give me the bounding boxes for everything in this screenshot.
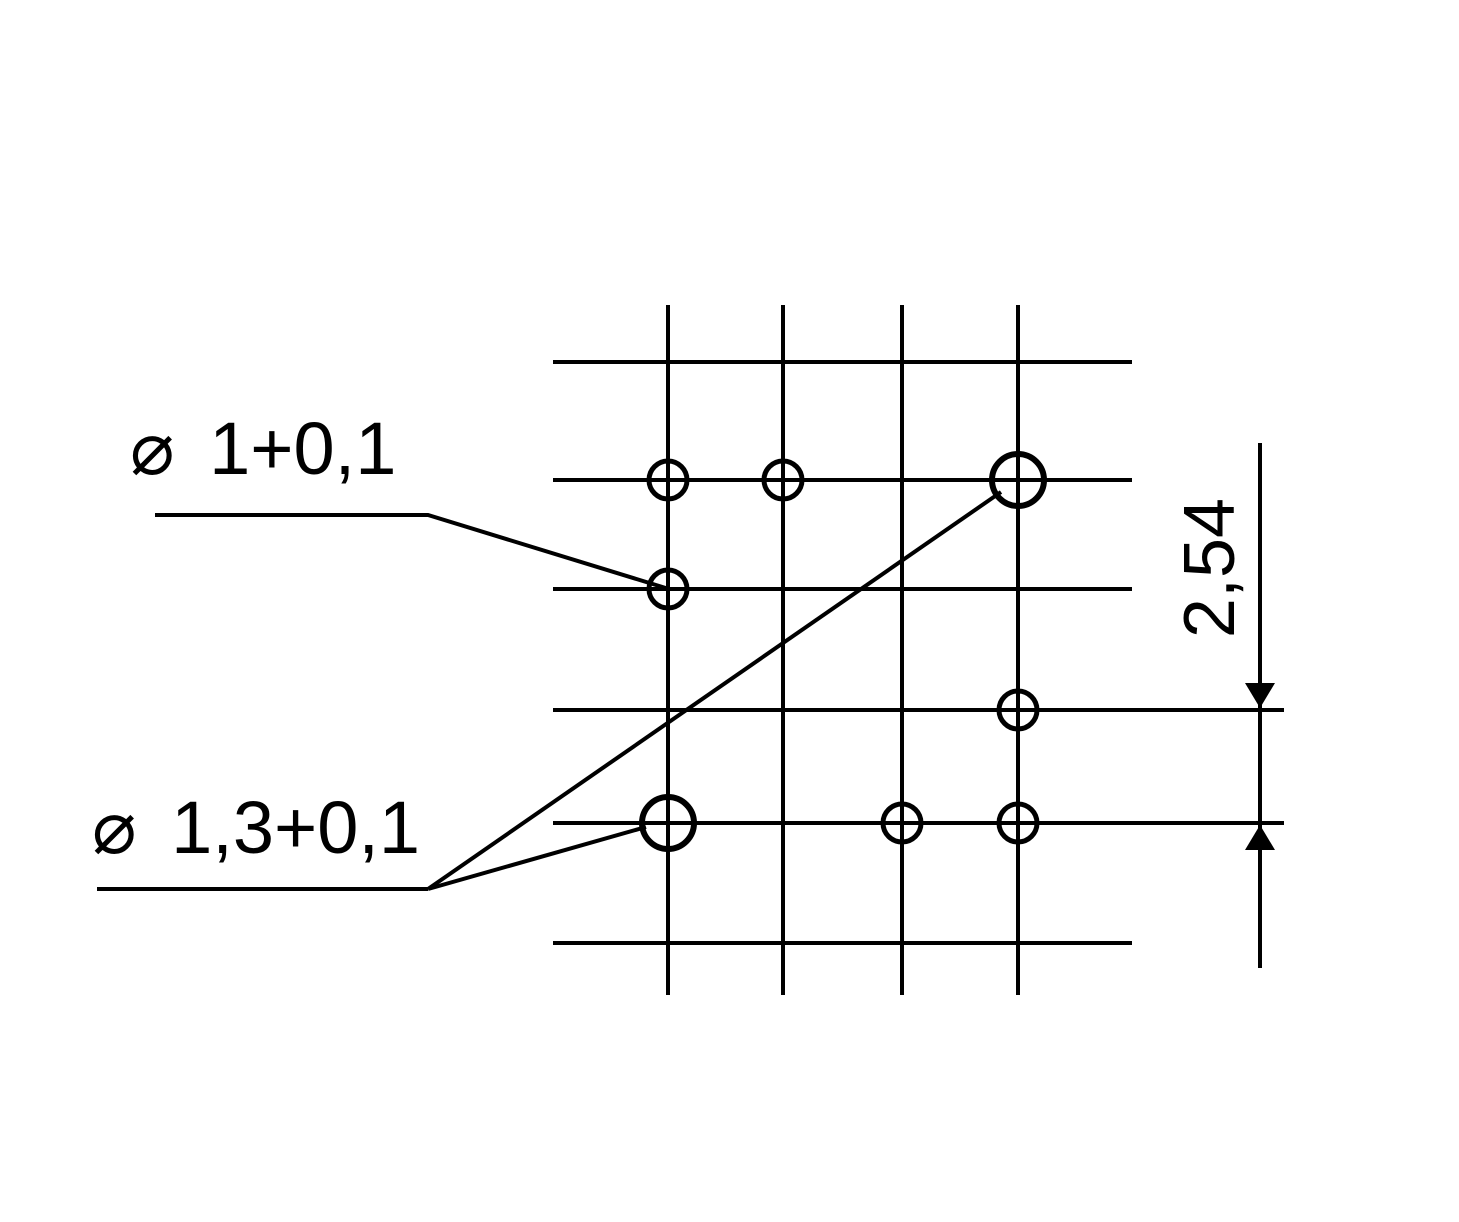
- large-hole-3: [989, 451, 1047, 509]
- leader-lines: [97, 490, 1003, 891]
- small-hole-2: [761, 458, 805, 502]
- small-hole-4: [646, 567, 690, 611]
- small-hole-5: [996, 688, 1040, 732]
- large-hole-6: [639, 794, 697, 852]
- large-hole-label: ⌀ 1,3+0,1: [92, 786, 420, 869]
- arrow-up: [1245, 825, 1275, 850]
- diameter-symbol-small: ⌀: [130, 407, 175, 490]
- small-hole-8: [996, 801, 1040, 845]
- pitch-dimension-label: 2,54: [1170, 498, 1250, 638]
- large-hole-value: 1,3+0,1: [171, 786, 420, 869]
- holes: [639, 451, 1047, 852]
- small-hole-label: ⌀ 1+0,1: [130, 407, 396, 490]
- hole-labels: ⌀ 1+0,1 ⌀ 1,3+0,1: [92, 407, 420, 869]
- pitch-dimension: 2,54: [1038, 443, 1284, 968]
- leader-small-hole: [155, 513, 670, 591]
- leader-large-hole-right: [426, 490, 1003, 891]
- small-hole-7: [880, 801, 924, 845]
- small-hole-1: [646, 458, 690, 502]
- arrow-down: [1245, 683, 1275, 708]
- grid-lines: [553, 305, 1132, 995]
- small-hole-value: 1+0,1: [209, 407, 396, 490]
- diameter-symbol-large: ⌀: [92, 786, 137, 869]
- leader-large-hole-left: [427, 825, 647, 891]
